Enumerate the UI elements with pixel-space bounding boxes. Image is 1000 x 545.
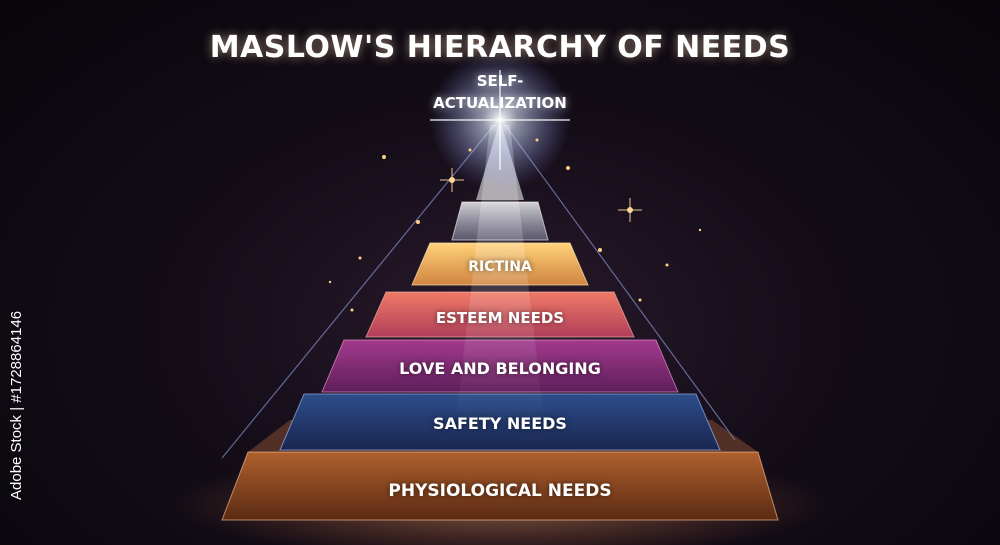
- sparkle: [665, 263, 669, 267]
- sparkle: [468, 148, 472, 152]
- tier-label-love: LOVE AND BELONGING: [399, 359, 601, 378]
- watermark-text: Adobe Stock | #1728864146: [8, 310, 25, 500]
- sparkle: [598, 248, 602, 252]
- tier-label-esteem: ESTEEM NEEDS: [435, 309, 565, 327]
- pyramid-outline-left: [221, 117, 501, 459]
- apex-label-line1: SELF-: [476, 72, 524, 90]
- sparkle: [350, 308, 354, 312]
- sparkle: [535, 138, 539, 142]
- sparkle: [416, 220, 420, 224]
- apex-label-line2: ACTUALIZATION: [433, 94, 567, 112]
- sparkle: [698, 228, 702, 232]
- sparkle: [566, 166, 570, 170]
- tier-physiological: [221, 451, 779, 521]
- watermark: Adobe Stock | #1728864146: [8, 300, 28, 500]
- tier-label-safety: SAFETY NEEDS: [433, 414, 567, 433]
- sparkle: [328, 280, 332, 284]
- tier-label-physiological: PHYSIOLOGICAL NEEDS: [388, 481, 612, 501]
- sparkle: [358, 256, 362, 260]
- sparkle-flares: [440, 168, 642, 222]
- light-beam: [455, 125, 545, 430]
- diagram-title: MASLOW'S HIERARCHY OF NEEDS: [209, 30, 791, 65]
- sparkle: [382, 155, 386, 159]
- tier-label-rictina: RICTINA: [468, 259, 532, 275]
- apex-label: SELF- ACTUALIZATION: [400, 70, 600, 114]
- sparkle: [638, 298, 642, 302]
